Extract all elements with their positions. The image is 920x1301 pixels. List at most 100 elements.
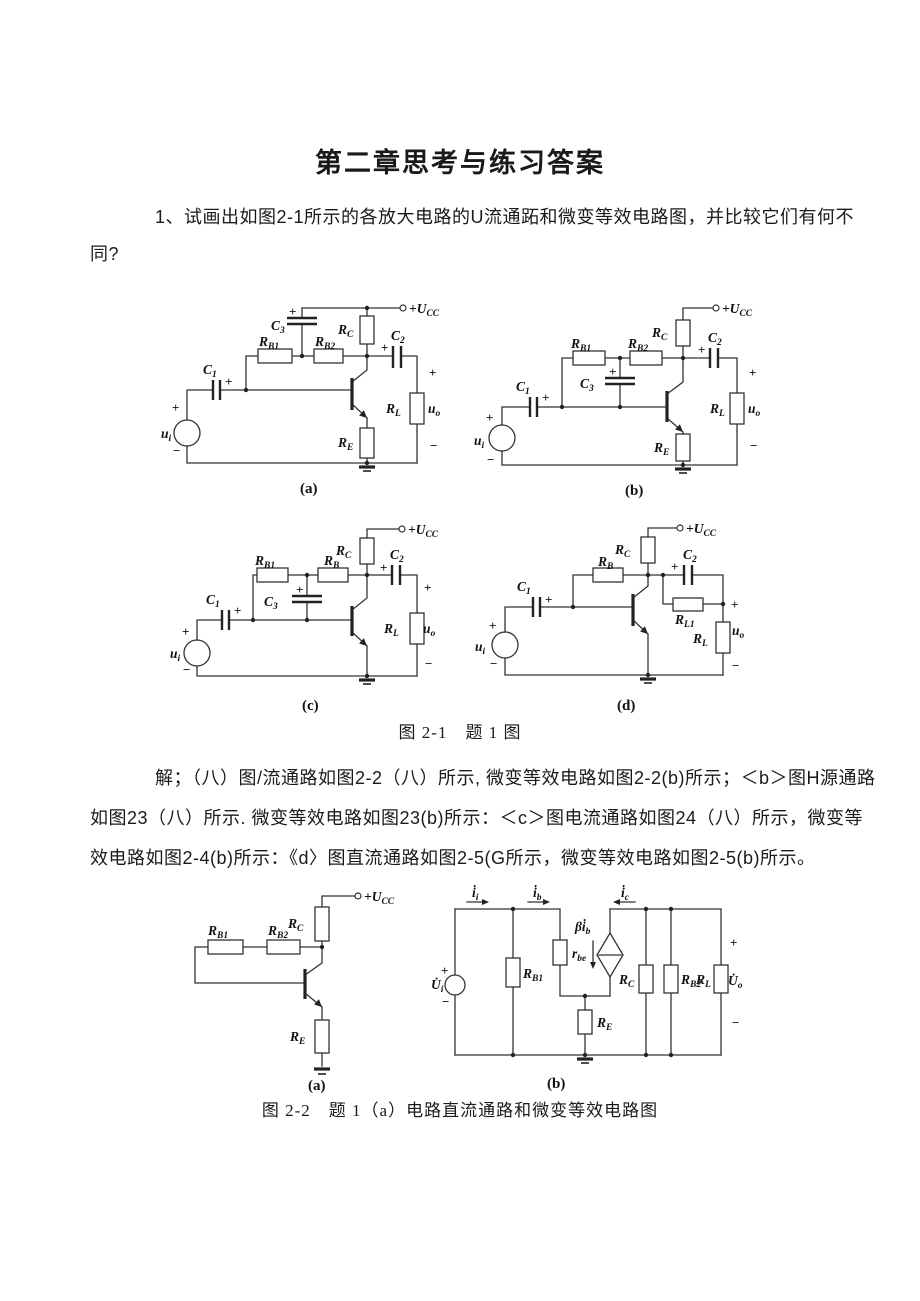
out-plus: + xyxy=(731,597,738,612)
ucc-terminal xyxy=(399,304,407,312)
c1-label: C1 xyxy=(206,592,220,610)
ucc-label: +UCC xyxy=(408,522,439,540)
wires xyxy=(186,307,418,464)
rb1-label: RB1 xyxy=(254,553,275,571)
c2-polarity: + xyxy=(381,340,388,355)
sublabel-b: (b) xyxy=(625,483,643,499)
junction-dots xyxy=(250,572,370,679)
labels: +UCC RC RB1 RB + C3 C1 + ui + − + C2 RL … xyxy=(170,522,439,714)
re-label: RE xyxy=(653,440,669,458)
rl-label: RL xyxy=(692,631,708,649)
circuit-diagram-2-1a: +UCC + C3 RB1 RB2 RC + C2 C1 + ui + − RL… xyxy=(161,301,441,497)
uo-label: uo xyxy=(428,401,441,419)
src-plus: + xyxy=(489,618,496,633)
c1-polarity: + xyxy=(225,374,232,389)
rb1-label: RB1 xyxy=(207,923,228,941)
ib-label: i̇b xyxy=(533,885,542,903)
c2-polarity: + xyxy=(671,559,678,574)
c1-label: C1 xyxy=(517,579,531,597)
src-minus: − xyxy=(442,994,449,1009)
sublabel-c: (c) xyxy=(302,698,319,714)
uo-label: uo xyxy=(732,623,745,641)
out-plus: + xyxy=(424,580,431,595)
rc-label: RC xyxy=(335,543,352,561)
c2-label: C2 xyxy=(708,330,722,348)
ui-label: ui xyxy=(161,426,172,444)
sublabel-d: (d) xyxy=(617,698,635,714)
circuit-diagram-2-1c: +UCC RC RB1 RB + C3 C1 + ui + − + C2 RL … xyxy=(170,522,439,714)
voltage-source xyxy=(488,424,516,452)
voltage-source xyxy=(173,419,201,447)
labels: +UCC RC RB1 RB2 + C3 C1 + ui + − + C2 RL… xyxy=(474,301,761,499)
answer-line-1: 解；（八）图/流通路如图2-2（八）所示, 微变等效电路如图2-2(b)所示；＜… xyxy=(155,768,876,788)
ui-label: ui xyxy=(170,646,181,664)
transistor-npn xyxy=(350,606,367,646)
ucc-terminal xyxy=(676,524,684,532)
c3-polarity: + xyxy=(609,364,616,379)
c2-label: C2 xyxy=(391,328,405,346)
rb-label: RB xyxy=(597,554,613,572)
out-plus: + xyxy=(730,935,737,950)
ground-symbol xyxy=(314,1067,330,1075)
rl-label: RL xyxy=(709,401,725,419)
src-plus: + xyxy=(182,624,189,639)
c3-polarity: + xyxy=(289,304,296,319)
transistor-npn xyxy=(631,594,648,634)
answer-line-2: 如图23（八）所示. 微变等效电路如图23(b)所示：＜c＞图电流通路如图24（… xyxy=(90,808,864,828)
src-plus: + xyxy=(486,410,493,425)
c1-polarity: + xyxy=(545,592,552,607)
rc-label: RC xyxy=(614,542,631,560)
ucc-label: +UCC xyxy=(686,521,717,539)
sublabel-b: (b) xyxy=(547,1076,565,1092)
c1-polarity: + xyxy=(234,603,241,618)
junction-dot xyxy=(319,944,325,950)
ground-symbol xyxy=(359,678,375,685)
c3-polarity: + xyxy=(296,582,303,597)
current-source xyxy=(590,931,624,979)
junction-dots xyxy=(510,906,674,1058)
transistor-npn xyxy=(303,969,322,1007)
junction-dots xyxy=(570,572,726,678)
out-minus: − xyxy=(425,656,432,671)
circuit-diagram-2-1d: +UCC RC RB C1 + ui + − + C2 RL1 RL uo + … xyxy=(475,521,745,714)
c3-label: C3 xyxy=(264,594,278,612)
rb1-label: RB1 xyxy=(570,336,591,354)
wires xyxy=(194,895,356,1067)
ucc-terminal xyxy=(354,892,362,900)
rc-label: RC xyxy=(618,972,635,990)
uo-label: U̇o xyxy=(728,973,743,991)
re-label: RE xyxy=(337,435,353,453)
c2-polarity: + xyxy=(698,342,705,357)
ui-label: U̇i xyxy=(431,977,444,995)
c2-label: C2 xyxy=(390,547,404,565)
resistors xyxy=(505,939,729,1035)
resistors xyxy=(257,315,425,459)
rbe-label: rbe xyxy=(572,946,587,964)
ucc-label: +UCC xyxy=(409,301,440,319)
ucc-label: +UCC xyxy=(722,301,753,319)
ic-label: i̇c xyxy=(621,885,630,903)
rb-label: RB xyxy=(323,553,339,571)
sublabel-a: (a) xyxy=(300,481,318,497)
out-plus: + xyxy=(749,365,756,380)
transistor-npn xyxy=(350,378,367,418)
rc-label: RC xyxy=(651,325,668,343)
src-minus: − xyxy=(183,662,190,677)
question-line-1: 1、试画出如图2-1所示的各放大电路的U流通跖和微变等效电路图，并比较它们有何不 xyxy=(155,207,855,227)
labels: +UCC RC RB C1 + ui + − + C2 RL1 RL uo + … xyxy=(475,521,745,714)
out-minus: − xyxy=(430,438,437,453)
ucc-terminal xyxy=(712,304,720,312)
labels: +UCC + C3 RB1 RB2 RC + C2 C1 + ui + − RL… xyxy=(161,301,441,497)
ii-label: i̇i xyxy=(472,885,479,903)
page-title: 第二章思考与练习答案 xyxy=(315,148,605,178)
ui-label: ui xyxy=(474,433,485,451)
rb2-label: RB2 xyxy=(314,334,335,352)
voltage-source xyxy=(183,639,211,667)
figure-2-1-caption: 图 2-1 题 1 图 xyxy=(398,723,522,742)
capacitor-plates xyxy=(211,316,403,400)
wires xyxy=(454,908,722,1056)
uo-label: uo xyxy=(423,621,436,639)
voltage-source xyxy=(444,974,466,996)
c3-label: C3 xyxy=(580,376,594,394)
